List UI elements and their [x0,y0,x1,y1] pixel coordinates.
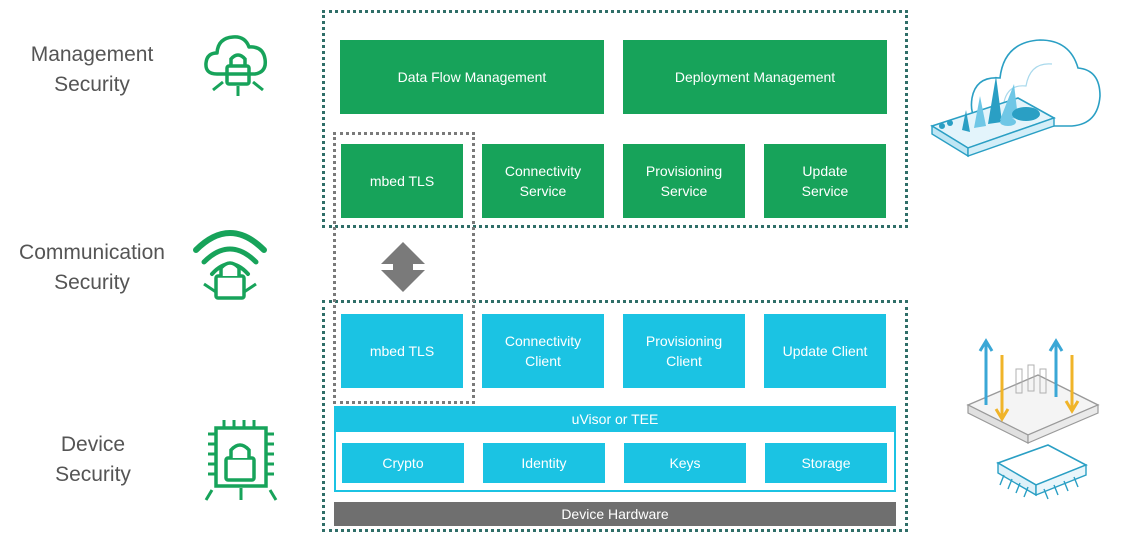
crypto-box: Crypto [342,443,464,483]
provisioning-service-box: Provisioning Service [623,144,745,218]
mbed-tls-client-box: mbed TLS [341,314,463,388]
storage-box: Storage [765,443,887,483]
data-flow-management-box: Data Flow Management [340,40,604,114]
keys-box: Keys [624,443,746,483]
update-client-box: Update Client [764,314,886,388]
management-security-label: Management Security [30,43,154,96]
connectivity-client-box: Connectivity Client [482,314,604,388]
identity-box: Identity [483,443,605,483]
device-board-illustration [966,338,1100,500]
bidirectional-arrow-icon [381,242,425,292]
provisioning-client-box: Provisioning Client [623,314,745,388]
device-hardware-bar: Device Hardware [334,502,896,526]
tls-link-frame [333,132,475,404]
cloud-lock-icon [204,35,268,96]
mbed-tls-service-box: mbed TLS [341,144,463,218]
wifi-lock-icon [193,230,267,300]
cloud-frame [322,10,908,228]
deployment-management-box: Deployment Management [623,40,887,114]
connectivity-service-box: Connectivity Service [482,144,604,218]
device-security-label: Device Security [55,433,131,486]
cloud-dashboard-illustration [930,39,1101,158]
uvisor-title-bar: uVisor or TEE [334,406,896,432]
communication-security-label: Communication Security [19,241,165,294]
update-service-box: Update Service [764,144,886,218]
device-frame [322,300,908,532]
chip-lock-icon [204,420,278,501]
